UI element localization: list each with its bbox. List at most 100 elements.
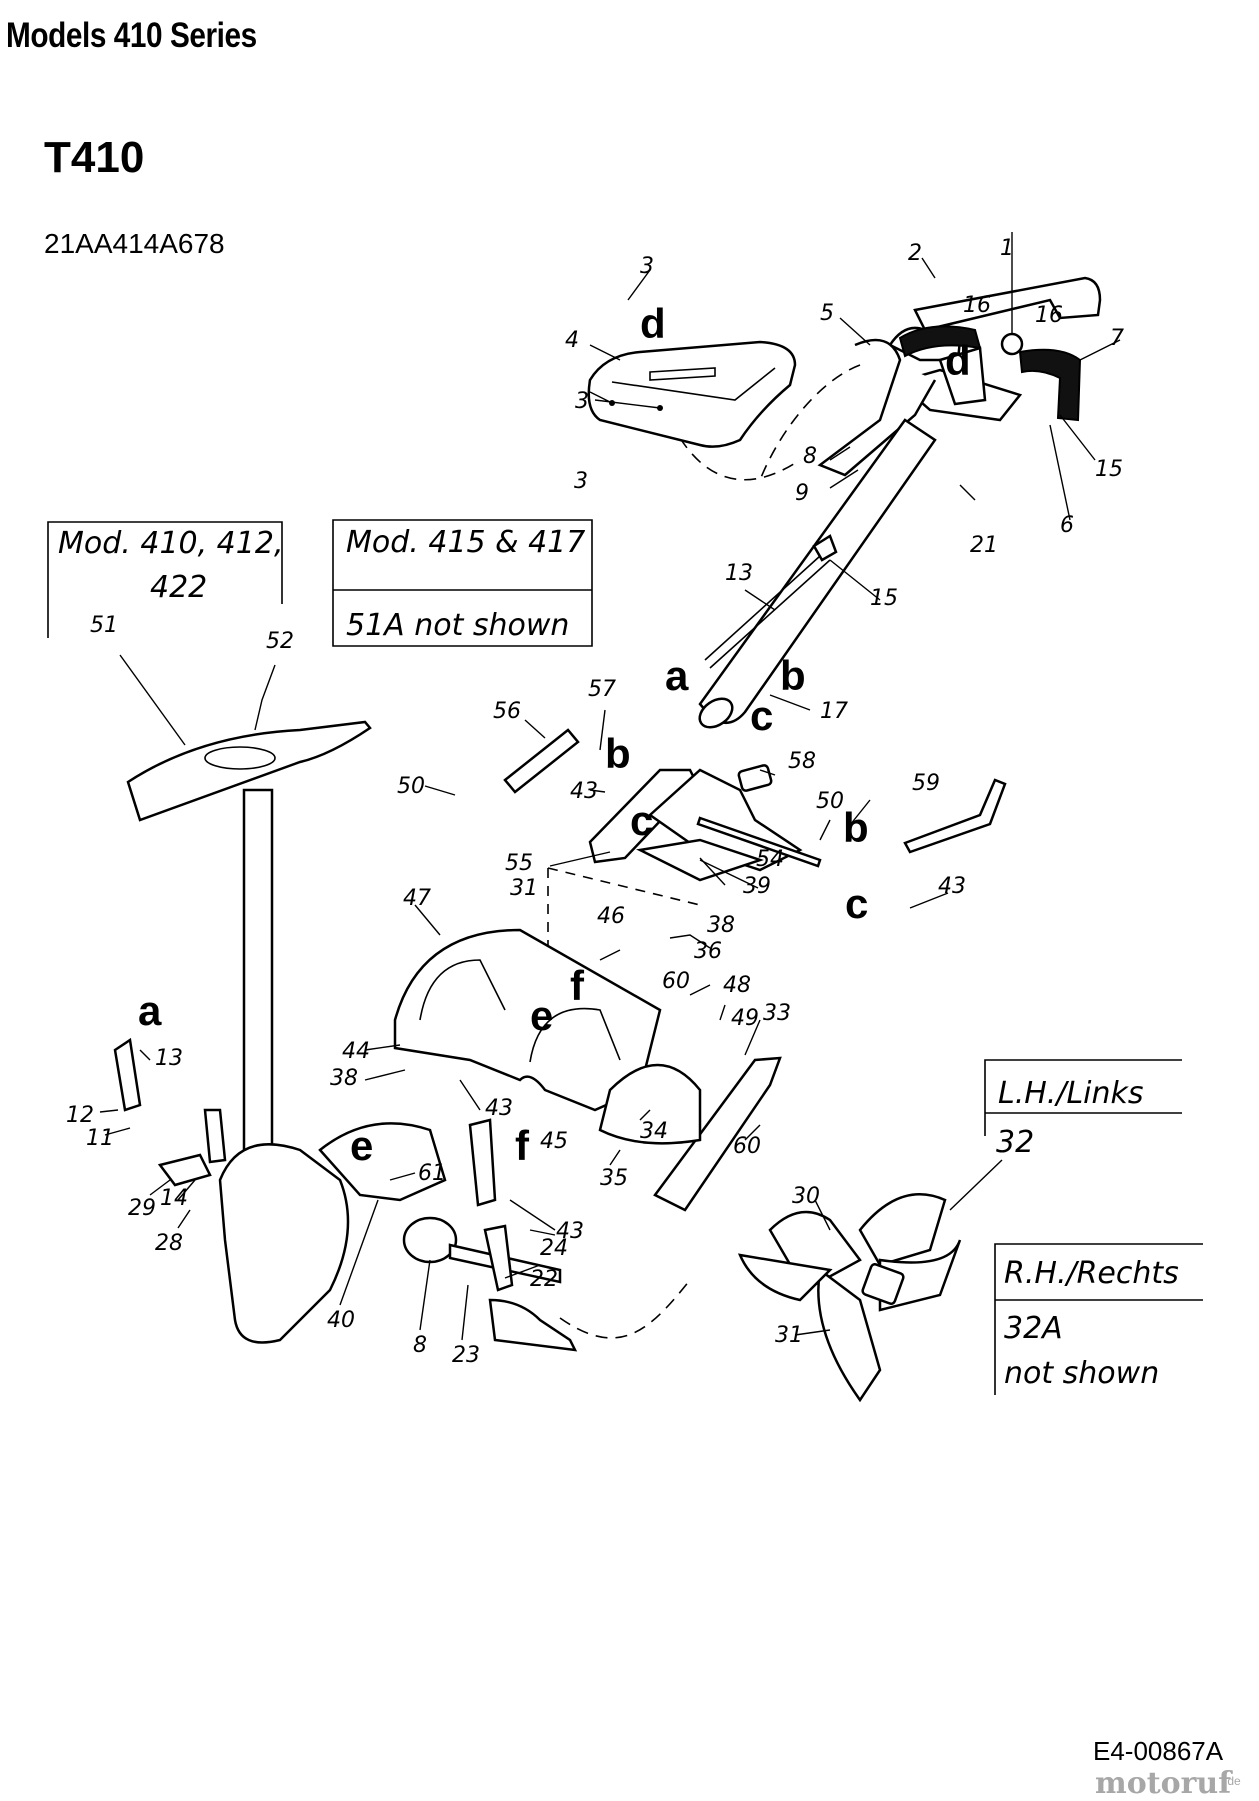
callout-label: 13 xyxy=(155,1046,183,1071)
callout-label: 30 xyxy=(792,1184,820,1209)
bolt-part-50 xyxy=(696,816,822,868)
connector-letters: d d a b c b c b c e f a e f xyxy=(138,300,971,1169)
callout-label: 54 xyxy=(756,847,784,872)
callout-label: 11 xyxy=(86,1126,114,1151)
connector-letter: f xyxy=(570,962,585,1009)
callout-label: 1 xyxy=(1000,236,1014,261)
callout-label: 15 xyxy=(1095,457,1123,482)
callout-label: 3 xyxy=(575,389,589,414)
callout-label: 5 xyxy=(820,301,834,326)
note-lh-line1: L.H./Links xyxy=(998,1076,1144,1111)
callout-label: 40 xyxy=(327,1308,355,1333)
note-rh-line3: not shown xyxy=(1004,1356,1159,1391)
callout-label: 17 xyxy=(820,699,848,724)
connector-letter: c xyxy=(630,797,653,844)
model-title: T410 xyxy=(44,133,145,182)
series-title: Models 410 Series xyxy=(6,16,257,55)
connector-letter: c xyxy=(845,880,868,927)
callout-label: 50 xyxy=(397,774,425,799)
callout-label: 8 xyxy=(413,1333,427,1358)
connector-letter: b xyxy=(605,730,631,777)
leader-lines xyxy=(99,232,1121,1341)
callout-label: 33 xyxy=(763,1001,791,1026)
callout-label: 43 xyxy=(570,779,598,804)
tine-shield-part-47 xyxy=(393,928,662,1112)
callout-label: 35 xyxy=(600,1166,628,1191)
plate-part-34 xyxy=(598,1063,702,1145)
callout-label: 16 xyxy=(1035,303,1063,328)
callout-label: 29 xyxy=(128,1196,156,1221)
callout-label: 24 xyxy=(540,1236,568,1261)
callout-label: 4 xyxy=(565,328,579,353)
callout-label: 59 xyxy=(912,771,940,796)
callout-label: 28 xyxy=(155,1231,183,1256)
callout-label: 60 xyxy=(733,1134,761,1159)
callout-label: 46 xyxy=(597,904,625,929)
note-mod-415-line2: 51A not shown xyxy=(346,608,569,643)
callout-label: 38 xyxy=(707,913,735,938)
connector-letter: b xyxy=(780,652,806,699)
callout-label: 12 xyxy=(66,1103,94,1128)
mount-part-51 xyxy=(126,720,372,1162)
connector-letter: d xyxy=(945,337,971,384)
tiller-frame xyxy=(113,1037,578,1352)
callout-label: 21 xyxy=(970,533,998,558)
callout-label: 15 xyxy=(870,586,898,611)
callout-label: 44 xyxy=(342,1039,370,1064)
handle-assembly xyxy=(817,276,1102,477)
callout-label: 31 xyxy=(775,1323,803,1348)
callout-label: 9 xyxy=(795,481,809,506)
note-mod-415-line1: Mod. 415 & 417 xyxy=(346,525,585,560)
callout-label: 6 xyxy=(1060,513,1074,538)
callout-label: 43 xyxy=(485,1096,513,1121)
callout-label: 45 xyxy=(540,1129,568,1154)
callout-numbers: 1 2 3 3 3 4 5 6 7 8 9 13 15 15 16 16 17 … xyxy=(66,236,1124,1368)
connector-letter: a xyxy=(138,987,162,1034)
handle-tube xyxy=(698,418,937,729)
callout-label: 39 xyxy=(743,874,771,899)
callout-label: 52 xyxy=(266,629,294,654)
callout-label: 60 xyxy=(662,969,690,994)
callout-label: 58 xyxy=(788,749,816,774)
callout-label: 34 xyxy=(640,1119,668,1144)
connector-letter: d xyxy=(640,300,666,347)
brand-tld: .de xyxy=(1224,1774,1241,1788)
callout-label: 50 xyxy=(816,789,844,814)
callout-label: 51 xyxy=(90,613,118,638)
callout-label: 57 xyxy=(588,677,616,702)
note-lh-line2: 32 xyxy=(996,1125,1034,1160)
callout-label: 3 xyxy=(640,254,654,279)
callout-label: 23 xyxy=(452,1343,480,1368)
callout-label: 22 xyxy=(530,1267,558,1292)
tine-assembly-part-32 xyxy=(737,1193,962,1403)
connector-letter: e xyxy=(350,1122,373,1169)
callout-label: 16 xyxy=(963,293,991,318)
lever-part-59 xyxy=(903,778,1007,854)
note-mod-410: Mod. 410, 412, 422 xyxy=(47,521,283,638)
connector-letter: a xyxy=(665,652,689,699)
callout-label: 55 xyxy=(505,851,533,876)
callout-label: 38 xyxy=(330,1066,358,1091)
connector-letter: c xyxy=(750,692,773,739)
callout-label: 48 xyxy=(723,973,751,998)
rod-part-13 xyxy=(113,1037,142,1112)
callout-label: 56 xyxy=(493,699,521,724)
note-rh-line2: 32A xyxy=(1004,1311,1063,1346)
connector-letter: f xyxy=(515,1122,530,1169)
callout-label: 31 xyxy=(510,876,538,901)
callout-label: 49 xyxy=(731,1006,759,1031)
note-mod-410-line1: Mod. 410, 412, xyxy=(58,526,283,561)
callout-label: 47 xyxy=(403,886,431,911)
callout-label: 61 xyxy=(418,1161,446,1186)
connector-letter: b xyxy=(843,804,869,851)
callout-label: 7 xyxy=(1110,326,1124,351)
part-number: 21AA414A678 xyxy=(44,228,225,259)
note-lh-links: L.H./Links 32 xyxy=(984,1059,1182,1160)
strap-part-56 xyxy=(503,728,580,794)
callout-label: 43 xyxy=(938,874,966,899)
note-mod-415: Mod. 415 & 417 51A not shown xyxy=(332,519,593,647)
connector-letter: e xyxy=(530,992,553,1039)
callout-label: 8 xyxy=(803,444,817,469)
callout-label: 2 xyxy=(908,241,922,266)
